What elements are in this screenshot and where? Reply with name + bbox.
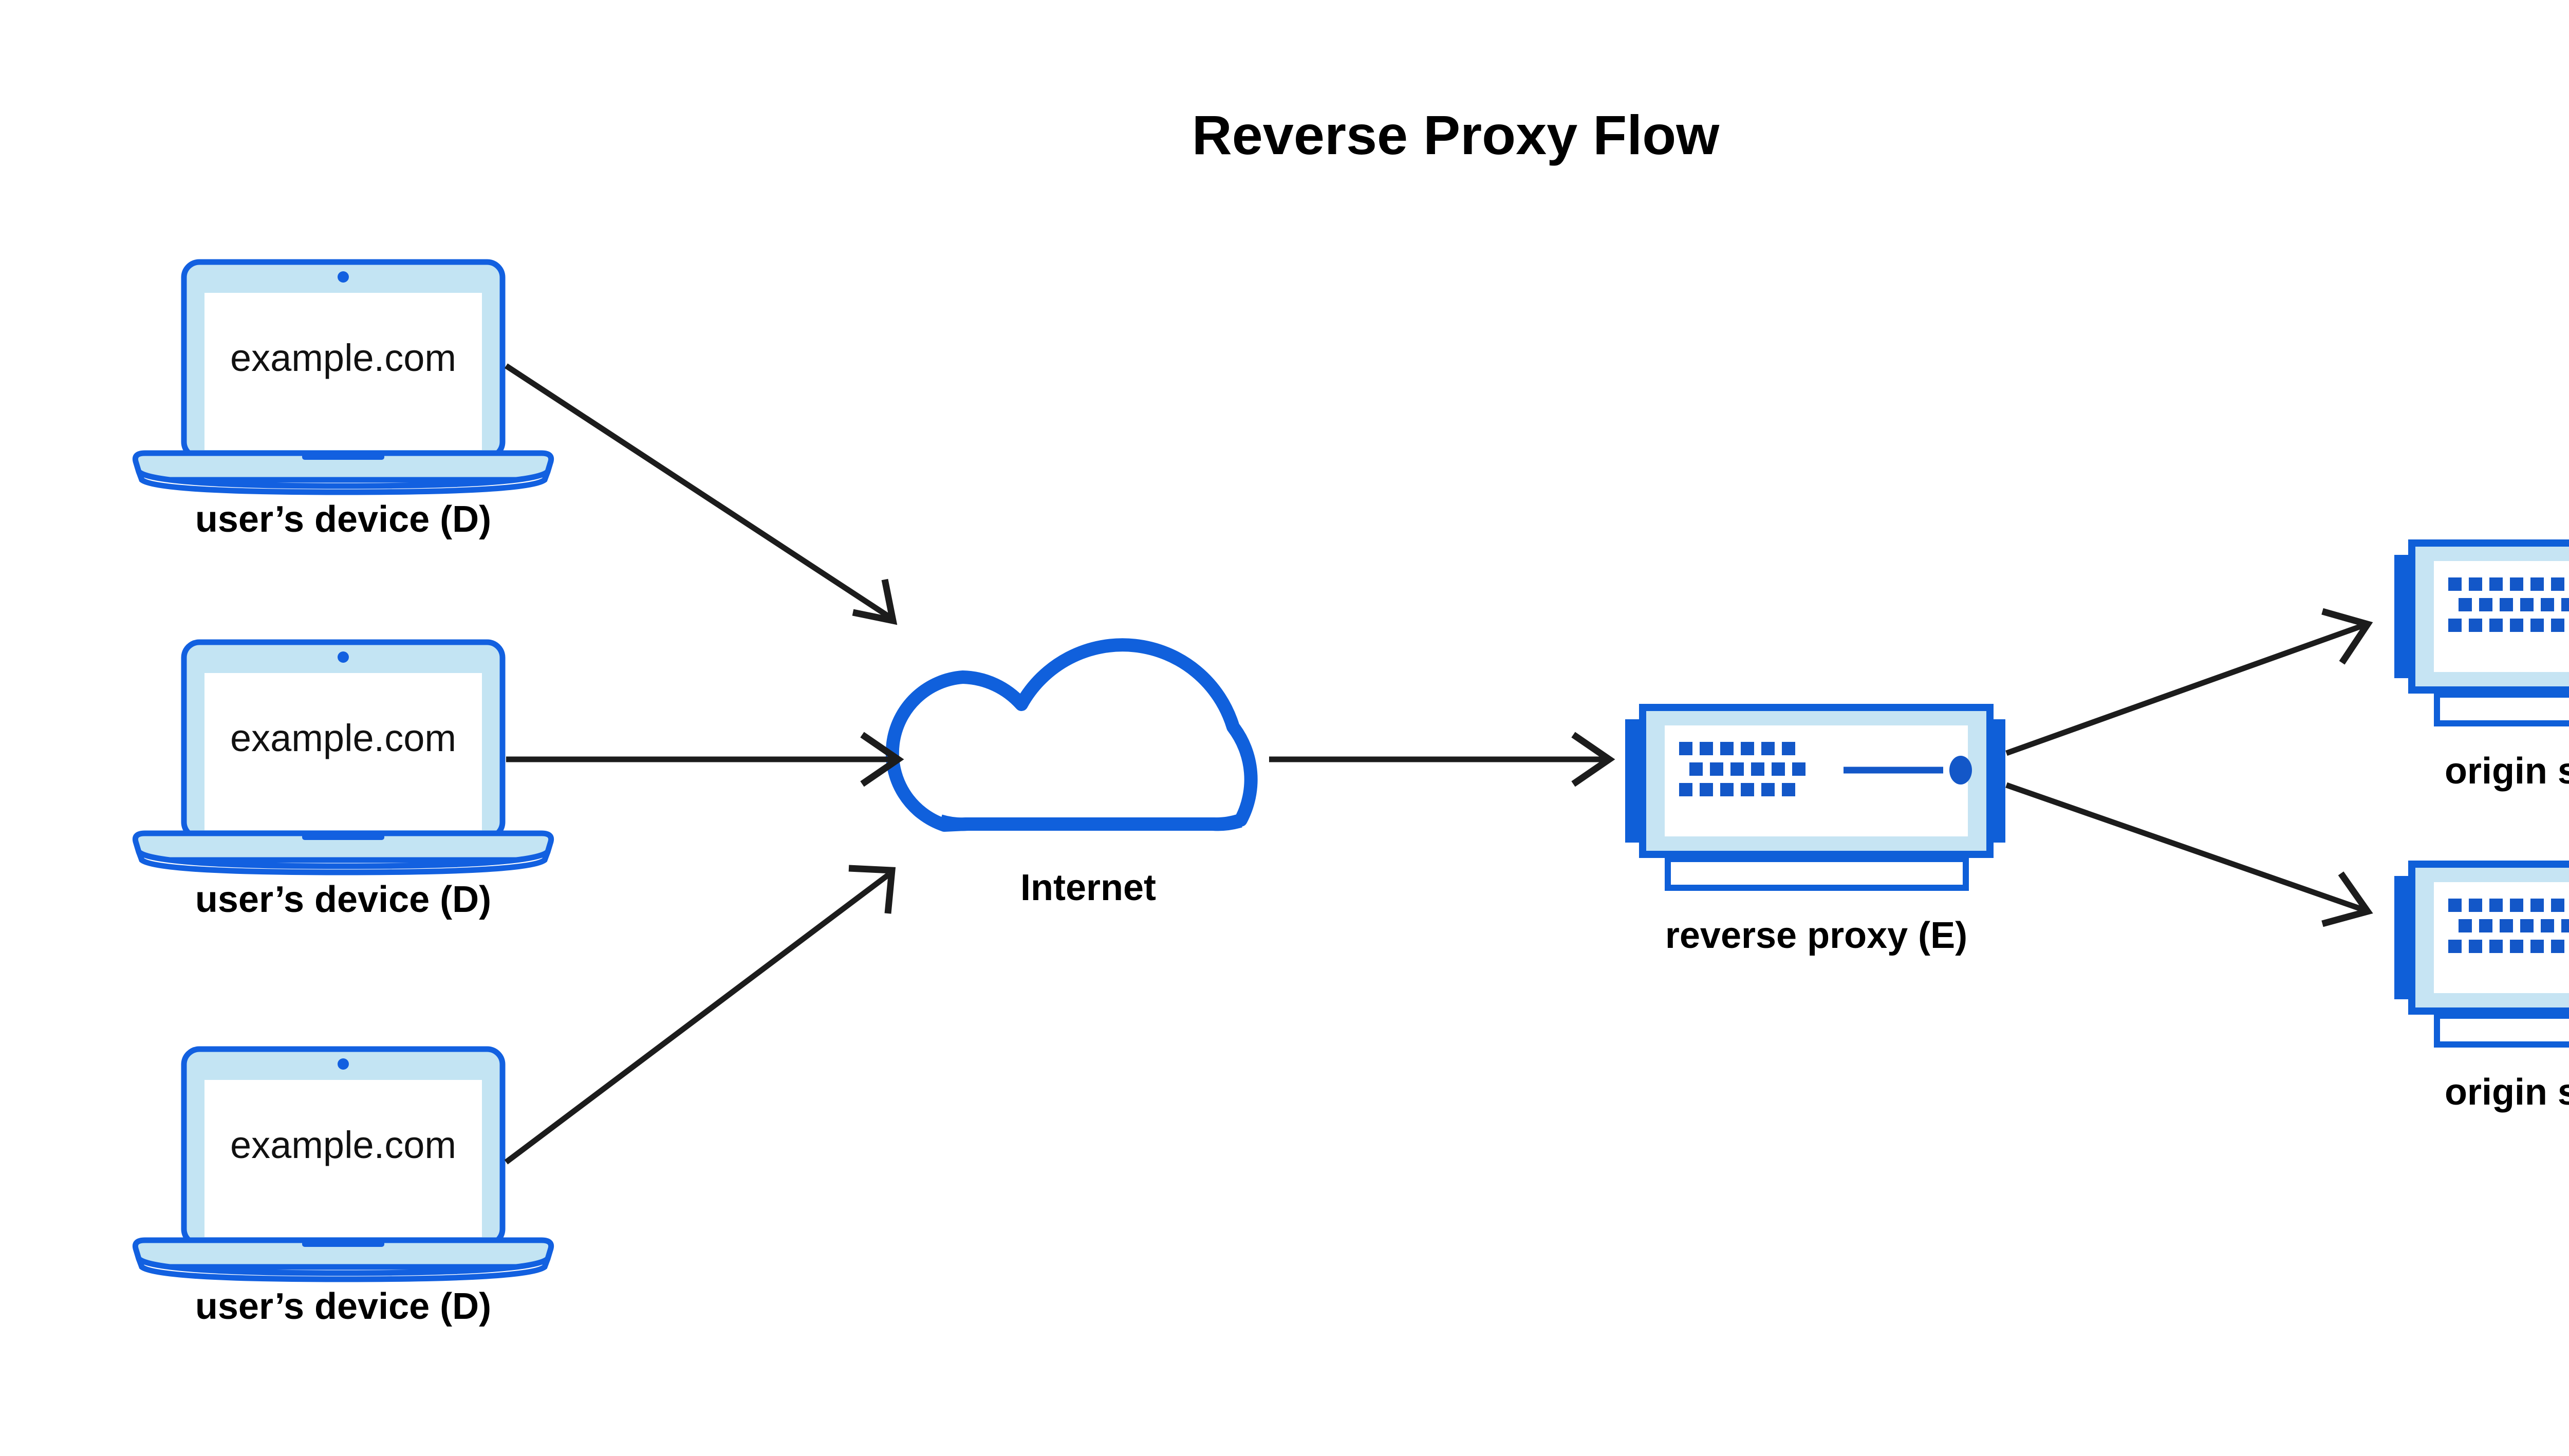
node-label-device-bottom: user’s device (D) — [195, 1286, 491, 1327]
node-label-internet: Internet — [1020, 867, 1156, 908]
node-origin-bottom[interactable]: origin server (F) — [2394, 861, 2569, 1113]
server-icon — [2394, 539, 2569, 726]
arrow-device-middle-to-internet — [506, 732, 904, 787]
node-label-origin-bottom: origin server (F) — [2445, 1072, 2569, 1113]
page-title: Reverse Proxy Flow — [1192, 104, 1720, 166]
node-label-device-middle: user’s device (D) — [195, 879, 491, 920]
arrow-device-top-to-internet — [504, 363, 898, 625]
node-label-device-top: user’s device (D) — [195, 499, 491, 540]
node-internet[interactable]: Internet — [885, 638, 1258, 908]
node-label-reverse-proxy: reverse proxy (E) — [1665, 915, 1967, 956]
arrow-reverse-proxy-to-origin-bottom — [2005, 782, 2373, 927]
node-device-bottom[interactable]: example.com user’s device (D) — [132, 1046, 554, 1327]
server-icon — [2394, 861, 2569, 1048]
arrow-internet-to-reverse-proxy — [1269, 732, 1615, 787]
node-reverse-proxy[interactable]: reverse proxy (E) — [1625, 704, 2005, 956]
node-device-middle[interactable]: example.com user’s device (D) — [132, 639, 554, 920]
laptop-screen-text: example.com — [230, 717, 456, 759]
node-origin-top[interactable]: origin server (F) — [2394, 539, 2569, 792]
cloud-icon — [885, 638, 1258, 832]
laptop-icon — [132, 1046, 554, 1282]
node-label-origin-top: origin server (F) — [2445, 751, 2569, 792]
laptop-screen-text: example.com — [230, 1124, 456, 1166]
laptop-icon — [132, 259, 554, 495]
laptop-icon — [132, 639, 554, 875]
arrow-reverse-proxy-to-origin-top — [2005, 608, 2373, 756]
node-device-top[interactable]: example.com user’s device (D) — [132, 259, 554, 540]
server-icon — [1625, 704, 2005, 891]
laptop-screen-text: example.com — [230, 337, 456, 379]
arrow-device-bottom-to-internet — [504, 865, 896, 1165]
